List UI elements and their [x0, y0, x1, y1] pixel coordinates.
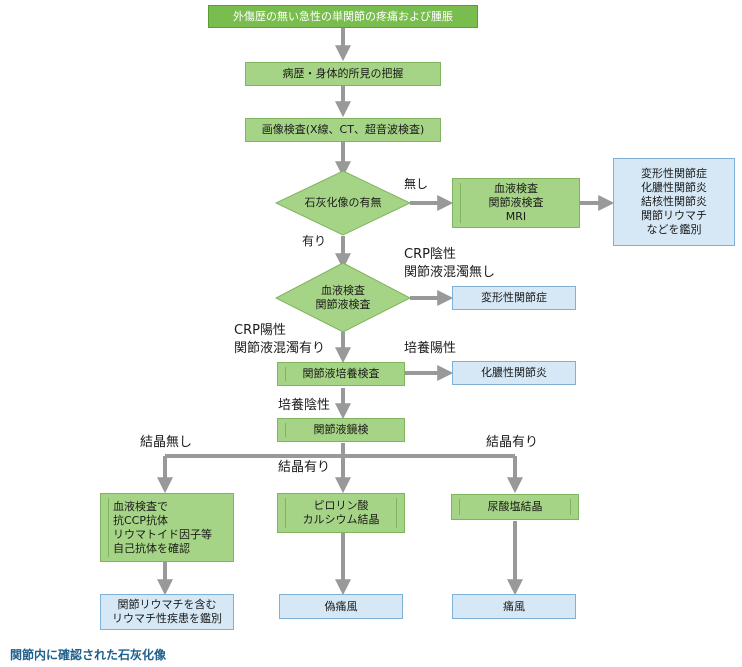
history-box: 病歴・身体的所見の把握: [245, 62, 441, 86]
outcome-4: 関節リウマチ: [641, 209, 707, 222]
edge-label-none: 無し: [404, 177, 429, 191]
differential-list-box: 変形性関節症 化膿性関節炎 結核性関節炎 関節リウマチ などを鑑別: [613, 158, 735, 246]
urate-text: 尿酸塩結晶: [487, 500, 543, 513]
pseudogout-box: 偽痛風: [279, 594, 403, 619]
box-stripe: [570, 499, 576, 515]
blood-test-2-line1: 血液検査: [321, 284, 365, 297]
autoantibody-line1: 血液検査で: [113, 499, 168, 513]
microscopy-box: 関節液鏡検: [277, 418, 405, 442]
box-stripe: [455, 183, 461, 223]
blood-test-box-1: 血液検査 関節液検査 MRI: [452, 178, 580, 228]
blood-test-decision-text: 血液検査 関節液検査: [290, 283, 396, 313]
blood-test-2-line2: 関節液検査: [315, 298, 371, 311]
edge-label-crystal-yes-right: 結晶有り: [486, 435, 539, 450]
imaging-box: 画像検査(X線、CT、超音波検査): [245, 118, 441, 142]
cppd-box: ピロリン酸 カルシウム結晶: [277, 493, 405, 533]
calcification-question-text: 石灰化像の有無: [304, 196, 382, 209]
blood-test-decision-diamond: [274, 262, 412, 333]
urate-box: 尿酸塩結晶: [451, 494, 579, 520]
septic-result-text: 化膿性関節炎: [481, 366, 547, 379]
crp-negative-line2: 関節液混濁無し: [404, 265, 496, 280]
pseudogout-text: 偽痛風: [324, 599, 358, 613]
oa-result-text: 変形性関節症: [481, 291, 547, 304]
crp-positive-line2: 関節液混濁有り: [234, 341, 326, 356]
outcome-1: 変形性関節症: [641, 167, 707, 180]
edge-label-culture-negative: 培養陰性: [278, 398, 331, 413]
box-stripe: [280, 423, 286, 437]
ra-result-box: 関節リウマチを含む リウマチ性疾患を鑑別: [100, 594, 234, 630]
microscopy-text: 関節液鏡検: [313, 423, 369, 436]
edge-label-crp-positive: CRP陽性 関節液混濁有り: [234, 322, 325, 358]
crp-positive-line1: CRP陽性: [234, 323, 286, 338]
autoantibody-line2: 抗CCP抗体: [113, 513, 168, 527]
start-box: 外傷歴の無い急性の単関節の疼痛および腫脹: [208, 5, 478, 28]
calcification-question: 石灰化像の有無: [285, 195, 401, 211]
box-stripe: [103, 498, 109, 557]
edge-label-culture-positive: 培養陽性: [404, 341, 457, 356]
autoantibody-line4: 自己抗体を確認: [113, 541, 190, 555]
history-text: 病歴・身体的所見の把握: [282, 67, 404, 80]
gout-text: 痛風: [503, 599, 525, 613]
cppd-line1: ピロリン酸: [313, 499, 369, 512]
culture-box: 関節液培養検査: [277, 362, 405, 386]
calcification-decision-diamond: [274, 170, 412, 236]
box-stripe: [454, 499, 460, 515]
box-stripe: [396, 498, 402, 528]
outcome-2: 化膿性関節炎: [641, 181, 707, 194]
edge-label-crp-negative: CRP陰性 関節液混濁無し: [404, 246, 495, 282]
edge-label-crystal-none: 結晶無し: [140, 435, 193, 450]
cppd-line2: カルシウム結晶: [302, 513, 380, 526]
edge-label-yes: 有り: [302, 234, 327, 248]
autoantibody-box: 血液検査で 抗CCP抗体 リウマトイド因子等 自己抗体を確認: [100, 493, 234, 562]
start-text: 外傷歴の無い急性の単関節の疼痛および腫脹: [233, 9, 453, 23]
outcome-5: などを鑑別: [646, 223, 702, 236]
figure-caption: 関節内に確認された石灰化像: [10, 648, 167, 662]
septic-result-box: 化膿性関節炎: [452, 361, 576, 385]
ra-result-line2: リウマチ性疾患を鑑別: [112, 612, 222, 625]
blood-test-1-line1: 血液検査: [494, 182, 538, 195]
culture-text: 関節液培養検査: [302, 367, 380, 380]
crp-negative-line1: CRP陰性: [404, 247, 456, 262]
outcome-3: 結核性関節炎: [641, 195, 707, 208]
ra-result-line1: 関節リウマチを含む: [117, 598, 217, 611]
box-stripe: [280, 498, 286, 528]
gout-box: 痛風: [452, 594, 576, 619]
blood-test-1-line3: MRI: [505, 210, 527, 223]
edge-label-crystal-yes-middle: 結晶有り: [278, 460, 331, 475]
autoantibody-line3: リウマトイド因子等: [113, 527, 212, 541]
blood-test-1-line2: 関節液検査: [488, 196, 544, 209]
box-stripe: [280, 367, 286, 381]
imaging-text: 画像検査(X線、CT、超音波検査): [261, 123, 425, 136]
oa-result-box: 変形性関節症: [452, 286, 576, 310]
